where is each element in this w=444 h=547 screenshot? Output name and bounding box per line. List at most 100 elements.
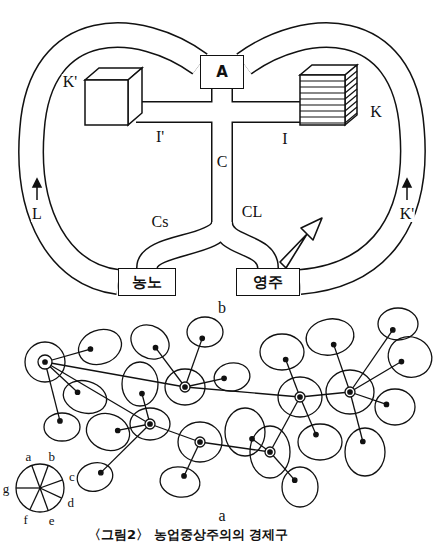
network-dot [58, 419, 62, 423]
spoke [40, 488, 48, 511]
spoke-circle [16, 464, 64, 512]
channel-outline [136, 89, 300, 268]
point-letter: b [47, 450, 56, 463]
stack-layer [345, 71, 357, 81]
network-line [350, 362, 401, 392]
network-line [156, 348, 185, 387]
hub-dot [43, 360, 47, 364]
hub-dot [198, 440, 202, 444]
network-line [350, 392, 386, 404]
part-label: L [31, 206, 43, 222]
network-line [334, 345, 350, 392]
spoke [32, 465, 40, 488]
network-line [185, 378, 224, 387]
hub [295, 392, 305, 402]
stack-layer [300, 104, 345, 105]
hub-dot [348, 390, 352, 394]
part-label: CL [241, 204, 263, 220]
point-letter: f [22, 512, 28, 525]
stack-layer [345, 113, 357, 123]
network-dot [222, 376, 226, 380]
region-outline [125, 318, 176, 366]
region-outline [250, 426, 290, 478]
region-outline [326, 370, 374, 414]
part-label: Cs [151, 214, 170, 230]
part-label: a [217, 508, 226, 524]
region-outline [303, 315, 357, 359]
stack-layer [345, 83, 357, 93]
point-letter: g [2, 482, 11, 495]
point-letter: e [48, 513, 56, 526]
region-outline [260, 334, 304, 370]
region-outline [25, 342, 65, 382]
spoke [16, 487, 40, 488]
network-dot [99, 470, 103, 474]
region-outline [212, 360, 252, 394]
network-dot [153, 345, 157, 349]
network [16, 308, 438, 512]
cube [85, 68, 142, 125]
stack-layer [345, 89, 357, 99]
hub [195, 437, 205, 447]
region-outline [158, 464, 203, 500]
spoke [40, 480, 63, 488]
network-line [45, 362, 185, 387]
network-dot [391, 328, 395, 332]
label-box: A [200, 55, 244, 89]
stack [300, 65, 357, 125]
hub-dot [148, 422, 152, 426]
region-outline [382, 331, 437, 384]
network-dot [314, 432, 318, 436]
part-label: C [216, 154, 229, 170]
region-outline [345, 428, 385, 476]
part-label: I' [155, 129, 165, 145]
stack-layer [300, 92, 345, 93]
spoke [30, 488, 40, 510]
network-line [101, 424, 150, 473]
point-letter: c [68, 470, 76, 483]
region-outline [282, 467, 318, 507]
network-dot [293, 478, 297, 482]
region-outline [74, 324, 127, 371]
region-outline [278, 377, 322, 417]
point-letter: a [24, 450, 32, 463]
box-text: 영주 [253, 273, 283, 292]
stack-layer [300, 86, 345, 87]
stack-layer [300, 98, 345, 99]
region-outline [298, 424, 342, 460]
hub [38, 355, 52, 369]
network-dot [250, 437, 254, 441]
network-dot [331, 342, 335, 346]
box-text: A [216, 63, 228, 81]
network-line [286, 360, 300, 397]
region-outline [187, 317, 223, 347]
stack-layer [300, 116, 345, 117]
network-line [45, 362, 60, 421]
channel-inside [136, 89, 300, 268]
label-box: 농노 [118, 268, 176, 296]
network-dot [182, 474, 186, 478]
stack-layer [300, 80, 345, 81]
region-outline [130, 408, 170, 440]
region-outline [165, 369, 205, 405]
stack-layer [345, 95, 357, 105]
stack-layer [345, 107, 357, 117]
channel-outline [31, 35, 413, 282]
part-label: K [369, 104, 383, 120]
network-dot [140, 391, 144, 395]
region-outline [122, 362, 158, 406]
stack-layer [300, 110, 345, 111]
hub [345, 387, 355, 397]
network-line [300, 397, 316, 435]
network-line [350, 392, 363, 442]
label-box: 영주 [236, 268, 300, 296]
network-line [150, 424, 200, 442]
network-dot [384, 402, 388, 406]
flow-arrow [280, 218, 322, 268]
network-line [270, 397, 300, 452]
region-outline [81, 408, 135, 457]
network-dot [399, 359, 403, 363]
part-label: K' [62, 74, 78, 90]
stack-layer [345, 101, 357, 111]
part-label: b [217, 300, 227, 316]
